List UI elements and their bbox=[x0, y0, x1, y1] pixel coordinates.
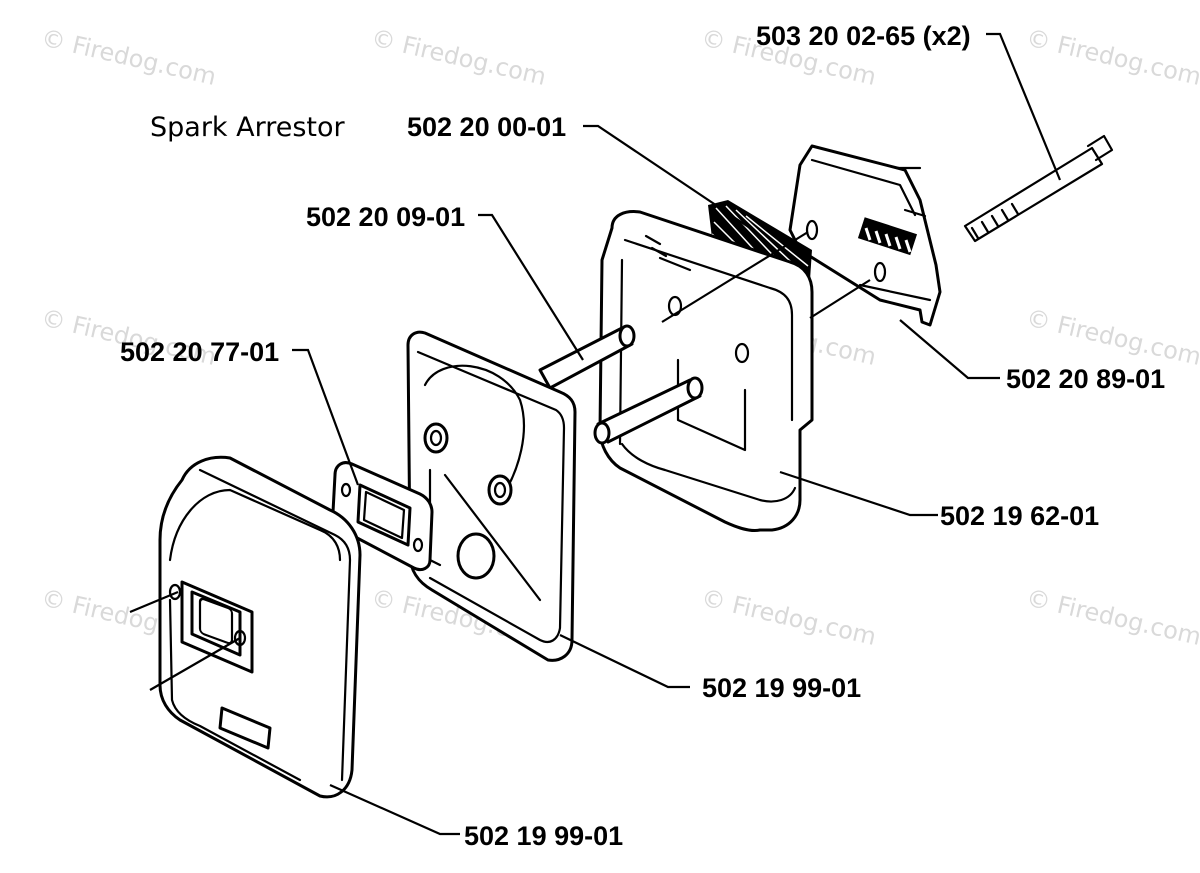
part-number-gasket: 502 20 77-01 bbox=[120, 337, 279, 367]
muffler-front-body-drawing bbox=[158, 455, 362, 799]
part-number-muffler-front-body: 502 19 99-01 bbox=[464, 821, 623, 851]
cooling-plate-drawing bbox=[406, 330, 577, 662]
watermark: © Firedog.com bbox=[1024, 584, 1200, 651]
watermark: © Firedog.com bbox=[1024, 304, 1200, 371]
part-number-deflector-cover: 502 20 89-01 bbox=[1006, 364, 1165, 394]
muffler-rear-body-drawing bbox=[598, 210, 814, 532]
watermark: © Firedog.com bbox=[39, 24, 219, 91]
spark-arrestor-label: Spark Arrestor bbox=[150, 112, 346, 143]
spacer-tubes-drawing bbox=[538, 324, 704, 445]
bolt-drawing bbox=[963, 134, 1114, 243]
labels: Spark Arrestor 503 20 02-65 (x2) 502 20 … bbox=[120, 21, 1165, 851]
part-number-spark-screen: 502 20 00-01 bbox=[407, 112, 566, 142]
part-number-muffler-rear-body: 502 19 62-01 bbox=[940, 501, 1099, 531]
part-number-spacer-tube: 502 20 09-01 bbox=[306, 202, 465, 232]
watermark: © Firedog.com bbox=[1024, 24, 1200, 91]
watermark: © Firedog.com bbox=[369, 24, 549, 91]
part-number-bolt: 503 20 02-65 (x2) bbox=[756, 21, 971, 51]
watermark: © Firedog.com bbox=[699, 584, 879, 651]
deflector-cover-drawing bbox=[788, 144, 942, 327]
part-number-cooling-plate: 502 19 99-01 bbox=[702, 673, 861, 703]
leader-lines bbox=[129, 32, 1062, 836]
